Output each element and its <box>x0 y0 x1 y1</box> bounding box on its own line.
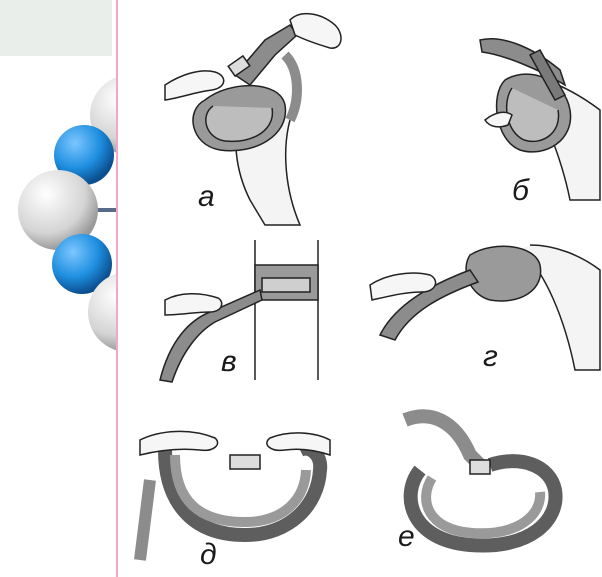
caption-a: а <box>198 182 215 212</box>
caption-f: е <box>398 522 415 552</box>
caption-d: г <box>483 342 498 372</box>
panel-c-illustration <box>160 240 318 382</box>
panel-e-illustration <box>140 431 330 560</box>
panel-f-illustration <box>405 416 556 545</box>
panel-b-illustration <box>480 39 600 200</box>
caption-e: д <box>200 540 217 570</box>
caption-c: в <box>221 347 237 377</box>
panel-a-illustration <box>165 14 341 225</box>
caption-b: б <box>512 176 529 206</box>
